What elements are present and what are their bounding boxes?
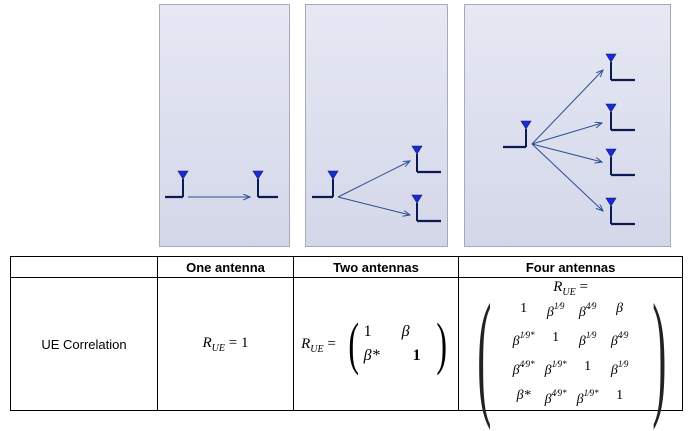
matrix-cell: 1 xyxy=(363,323,372,340)
matrix-cell-base: β xyxy=(544,362,552,378)
table-row: UE Correlation RUE = 1 RUE = ( 1 β β* 1 … xyxy=(10,276,684,431)
rx-antenna-icon xyxy=(411,145,441,174)
matrix-cell: β* xyxy=(508,388,540,408)
rx-antenna-icon xyxy=(411,194,441,223)
matrix-cell: β1⁄9* xyxy=(572,388,604,408)
matrix-cell-base: β* xyxy=(516,387,531,403)
header-empty xyxy=(10,256,158,278)
link-arrow xyxy=(531,123,602,145)
r-symbol: R xyxy=(301,336,311,353)
header-two-antennas: Two antennas xyxy=(293,256,459,278)
header-one-antenna: One antenna xyxy=(157,256,294,278)
r-symbol: R xyxy=(553,279,563,295)
matrix-cell-base: 1 xyxy=(616,387,624,403)
matrix-cell-base: 1 xyxy=(584,358,592,374)
rx-antenna-icon xyxy=(252,170,278,199)
row-label-ue-correlation: UE Correlation xyxy=(10,277,158,411)
matrix-cell: β4⁄9* xyxy=(540,388,572,408)
matrix-cell: β4⁄9* xyxy=(508,359,540,379)
matrix-cell-exponent: 4⁄9* xyxy=(551,387,567,398)
matrix-cell: β xyxy=(604,301,636,321)
rx-antenna-icon xyxy=(605,148,635,177)
link-arrow xyxy=(531,70,603,145)
matrix-cell: 1 xyxy=(604,388,636,408)
matrix-cell-base: β xyxy=(610,362,618,378)
matrix-cell: β1⁄9 xyxy=(604,359,636,379)
matrix-cell: β1⁄9* xyxy=(540,359,572,379)
matrix-2x2: ( 1 β β* 1 ) xyxy=(344,315,451,373)
matrix-cell: β1⁄9 xyxy=(540,301,572,321)
tx-antenna-icon xyxy=(165,170,189,199)
link-arrow xyxy=(337,161,410,198)
matrix-cell-exponent: 1⁄9 xyxy=(585,329,597,340)
r-value: = 1 xyxy=(228,335,249,351)
tx-antenna-icon xyxy=(503,120,532,149)
matrix-cell-base: β xyxy=(578,333,586,349)
matrix-cell-exponent: 4⁄9* xyxy=(519,358,535,369)
matrix-cell-base: 1 xyxy=(552,329,560,345)
matrix-cell: β* xyxy=(363,347,380,364)
header-four-antennas: Four antennas xyxy=(457,256,684,278)
r-subscript: UE xyxy=(562,287,576,298)
matrix-cell-exponent: 4⁄9 xyxy=(585,300,597,311)
rx-antenna-icon xyxy=(605,53,635,82)
equals-sign: = xyxy=(579,279,588,295)
matrix-cell-base: β xyxy=(512,333,520,349)
r-subscript: UE xyxy=(211,343,226,354)
matrix-cell-base: β xyxy=(578,304,586,320)
matrix-cell: 1 xyxy=(572,359,604,379)
left-paren: ( xyxy=(348,311,360,376)
panel-four-antennas xyxy=(464,4,671,247)
equals-sign: = xyxy=(327,336,336,353)
link-arrow xyxy=(531,143,602,162)
matrix-cell-base: β xyxy=(616,300,624,316)
r-subscript: UE xyxy=(310,344,324,356)
formula-one-antenna: RUE = 1 xyxy=(157,277,294,411)
matrix-cell: 1 xyxy=(540,330,572,350)
two-antennas-link xyxy=(312,145,441,223)
matrix-cell-exponent: 1⁄9* xyxy=(519,329,535,340)
one-antenna-link xyxy=(165,170,278,199)
ue-correlation-table: One antenna Two antennas Four antennas U… xyxy=(10,256,684,431)
rx-antenna-icon xyxy=(605,197,635,226)
matrix-cell: β4⁄9 xyxy=(604,330,636,350)
matrix-cell-base: β xyxy=(544,391,552,407)
four-antennas-link xyxy=(503,53,635,226)
matrix-cell-exponent: 4⁄9 xyxy=(617,329,629,340)
right-paren: ) xyxy=(651,276,666,431)
r-symbol: R xyxy=(202,335,212,351)
left-paren: ( xyxy=(477,276,492,431)
tx-antenna-icon xyxy=(312,170,339,199)
matrix-cell: β4⁄9 xyxy=(572,301,604,321)
matrix-cell-base: β xyxy=(512,362,520,378)
right-paren: ) xyxy=(435,311,447,376)
link-arrow xyxy=(531,143,603,211)
matrix-cell: β1⁄9 xyxy=(572,330,604,350)
matrix-cell: β1⁄9* xyxy=(508,330,540,350)
matrix-cell: β xyxy=(401,323,410,340)
matrix-cell-base: 1 xyxy=(520,300,528,316)
table-header-row: One antenna Two antennas Four antennas xyxy=(10,256,684,278)
link-arrow xyxy=(337,196,410,215)
matrix-cell: 1 xyxy=(412,347,421,364)
antenna-diagram xyxy=(165,53,635,226)
matrix-cell-exponent: 1⁄9 xyxy=(553,300,565,311)
panel-one-antenna xyxy=(159,4,290,247)
matrix-cell-base: β xyxy=(610,333,618,349)
matrix-cell-exponent: 1⁄9* xyxy=(583,387,599,398)
matrix-cell: 1 xyxy=(508,301,540,321)
formula-two-antennas: RUE = ( 1 β β* 1 ) xyxy=(293,277,459,411)
matrix-cell-base: β xyxy=(546,304,554,320)
matrix-cell-exponent: 1⁄9 xyxy=(617,358,629,369)
rx-antenna-icon xyxy=(605,103,635,132)
matrix-cell-exponent: 1⁄9* xyxy=(551,358,567,369)
matrix-cell-base: β xyxy=(576,391,584,407)
